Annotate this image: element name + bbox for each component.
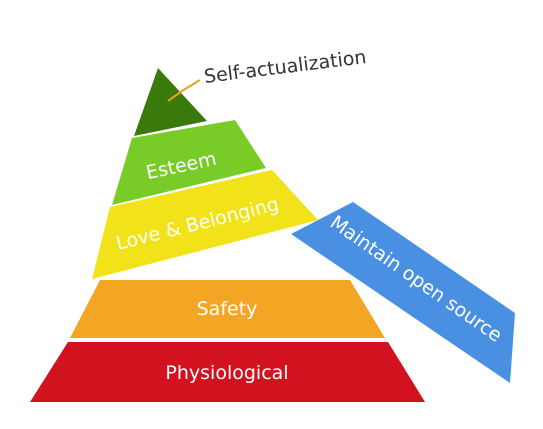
- tier-love-belonging: [92, 170, 318, 279]
- tier-self-actualization: [134, 68, 207, 136]
- tier-physiological: [30, 342, 425, 402]
- self-actualization-callout-line: [167, 79, 201, 102]
- tier-physiological-label: Physiological: [165, 362, 288, 384]
- maintain-open-source-block: [291, 202, 515, 383]
- tier-esteem: [112, 120, 266, 205]
- tier-safety-label: Safety: [197, 298, 258, 320]
- tier-safety: [70, 280, 385, 338]
- self-actualization-callout-label: Self-actualization: [203, 46, 368, 88]
